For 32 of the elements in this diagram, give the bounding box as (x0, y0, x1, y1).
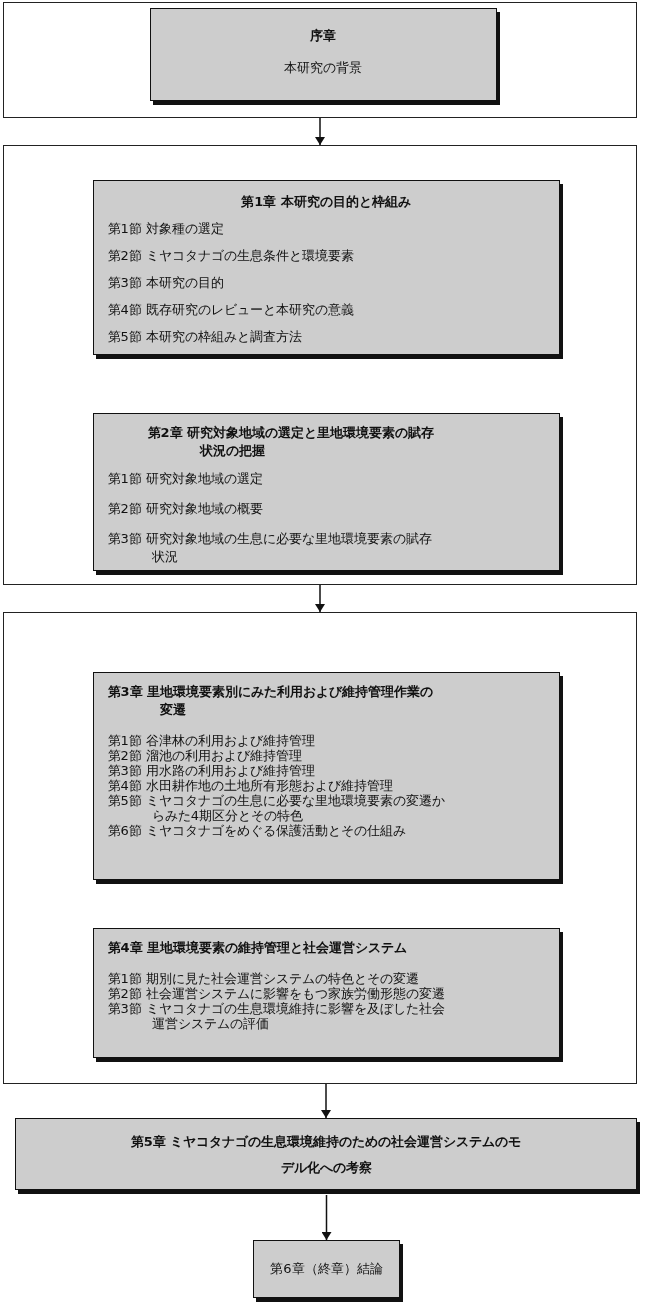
section-frame (3, 145, 637, 585)
section-entry: 第2節 研究対象地域の概要 (107, 499, 264, 518)
chapter-heading: 序章 (309, 26, 337, 45)
arrow (321, 1083, 331, 1119)
section-entry: 第4節 既存研究のレビューと本研究の意義 (107, 300, 355, 319)
chapter-heading: 第1章 本研究の目的と枠組み (240, 192, 412, 211)
chapter-heading: 第3章 里地環境要素別にみた利用および維持管理作業の変遷 (107, 682, 435, 719)
section-entry: 第1節 研究対象地域の選定 (107, 469, 264, 488)
section-frame (3, 612, 637, 1084)
section-entry: 第3節 用水路の利用および維持管理 (107, 762, 316, 778)
section-entry: 第6節 ミヤコタナゴをめぐる保護活動とその仕組み (107, 822, 407, 838)
chapter-heading: 第6章（終章）結論 (269, 1260, 384, 1278)
section-entry: 第3節 研究対象地域の生息に必要な里地環境要素の賦存状況 (107, 529, 433, 566)
section-entry: 第5節 本研究の枠組みと調査方法 (107, 327, 303, 346)
section-entry: 第4節 水田耕作地の土地所有形態および維持管理 (107, 777, 394, 793)
chapter-heading: 第5章 ミヤコタナゴの生息環境維持のための社会運営システムのモデル化への考察 (129, 1133, 523, 1177)
arrow (315, 117, 325, 146)
section-entry: 第1節 対象種の選定 (107, 219, 225, 238)
section-entry: 第3節 ミヤコタナゴの生息環境維持に影響を及ぼした社会運営システムの評価 (107, 1000, 446, 1031)
chapter-heading: 第2章 研究対象地域の選定と里地環境要素の賦存状況の把握 (146, 423, 436, 460)
chapter-subtitle: 本研究の背景 (283, 58, 363, 77)
section-entry: 第2節 ミヤコタナゴの生息条件と環境要素 (107, 246, 355, 265)
section-frame (3, 2, 637, 118)
section-entry: 第1節 谷津林の利用および維持管理 (107, 732, 316, 748)
arrow (315, 584, 325, 613)
arrow (321, 1194, 332, 1241)
section-entry: 第3節 本研究の目的 (107, 273, 225, 292)
chapter-heading: 第4章 里地環境要素の維持管理と社会運営システム (107, 938, 409, 957)
section-entry: 第5節 ミヤコタナゴの生息に必要な里地環境要素の変遷からみた4期区分とその特色 (107, 792, 446, 823)
section-entry: 第2節 溜池の利用および維持管理 (107, 747, 303, 763)
section-entry: 第1節 期別に見た社会運営システムの特色とその変遷 (107, 970, 420, 986)
section-entry: 第2節 社会運営システムに影響をもつ家族労働形態の変遷 (107, 985, 446, 1001)
